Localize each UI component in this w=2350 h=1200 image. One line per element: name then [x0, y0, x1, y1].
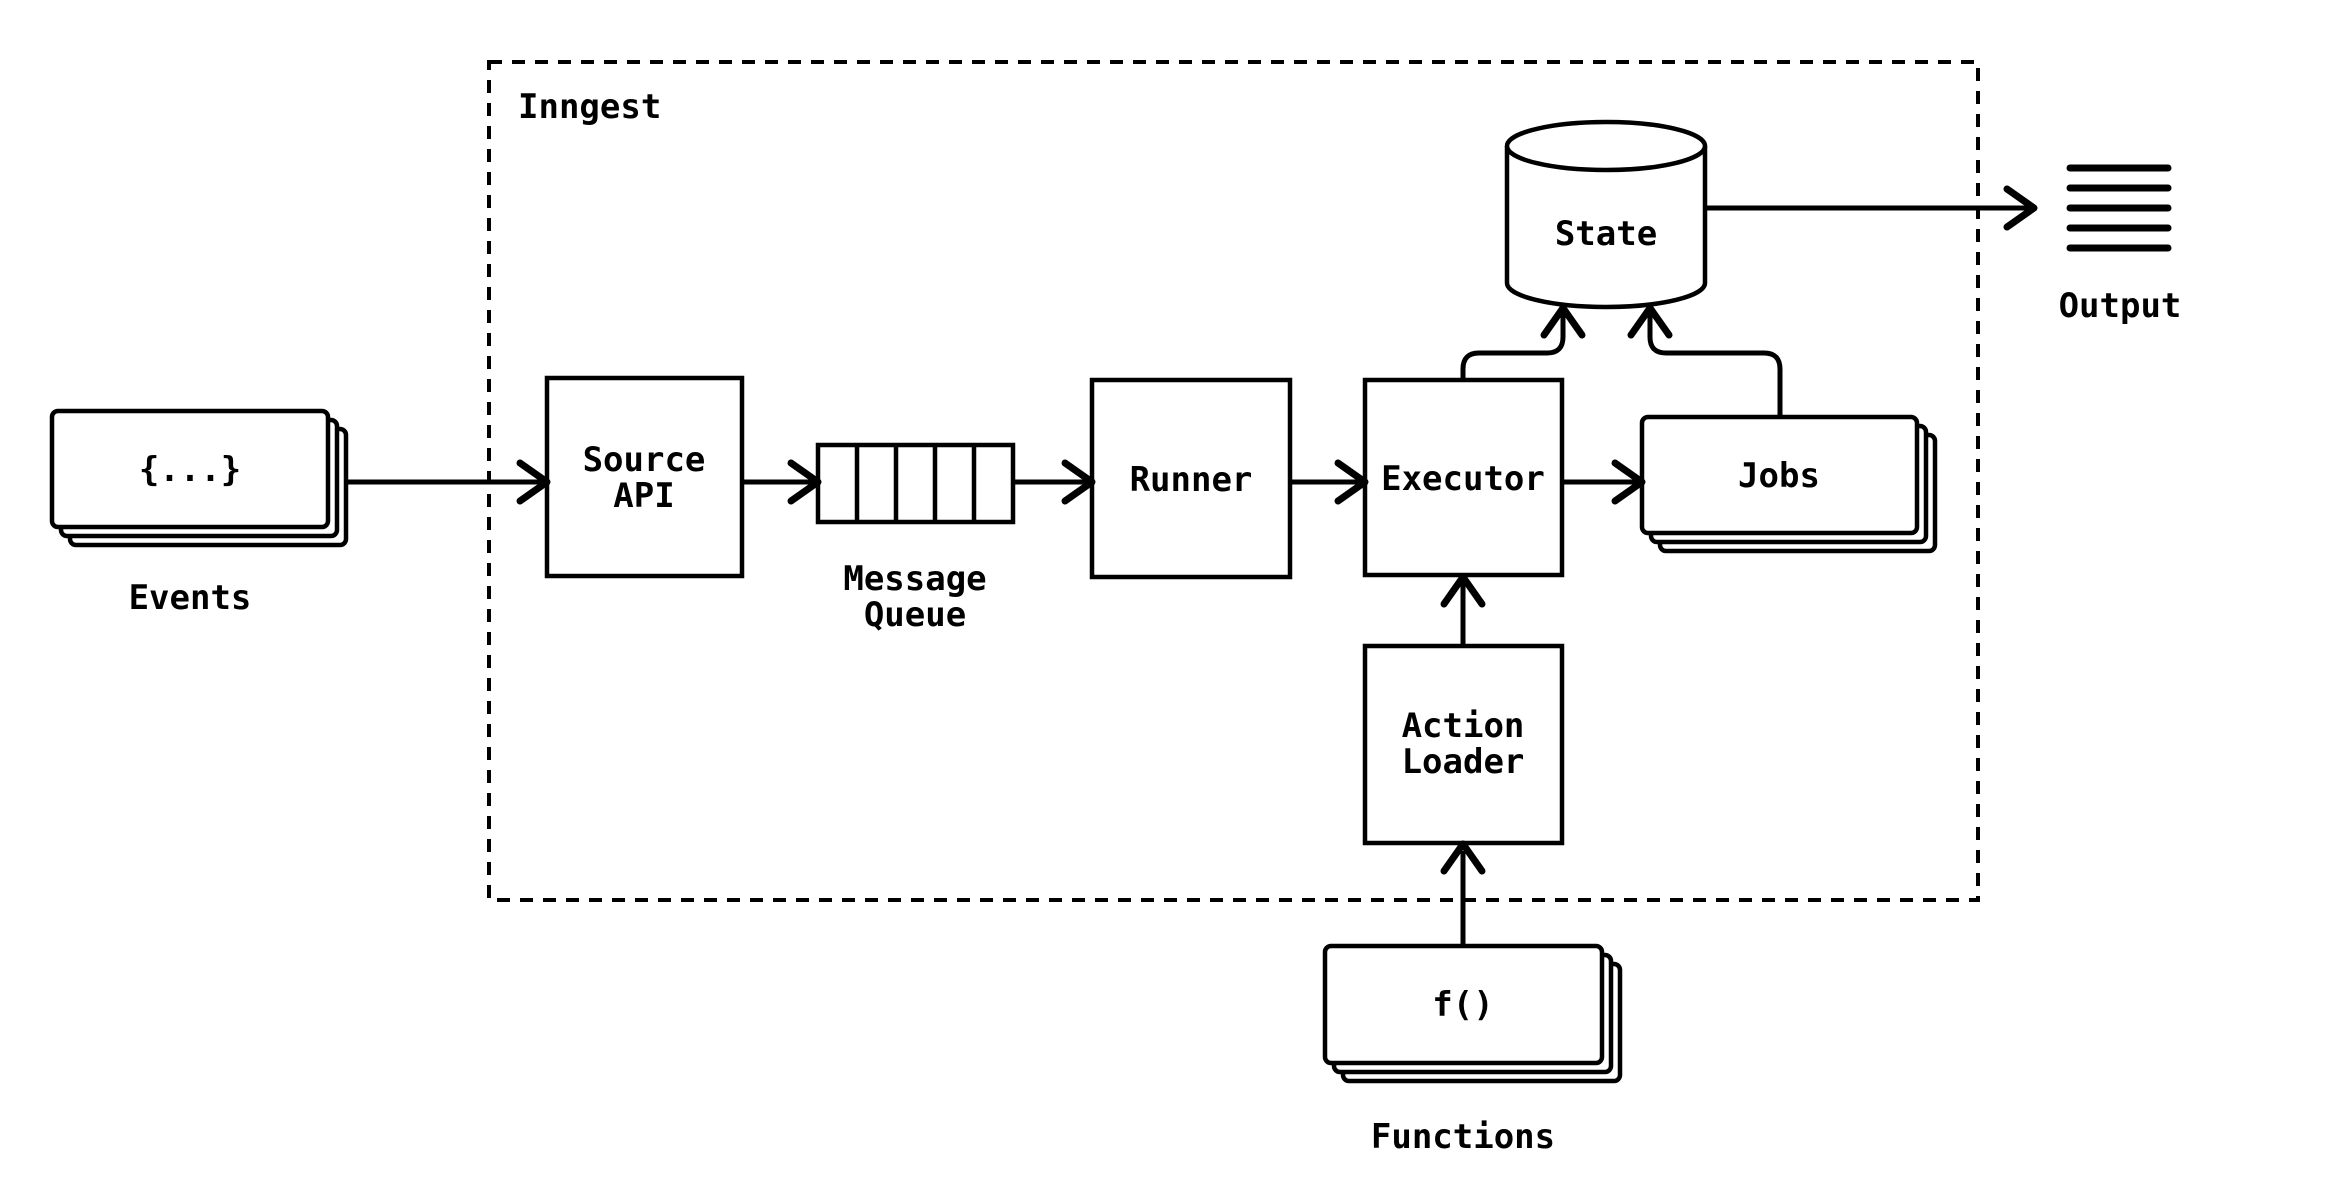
- source-api-label-line1: Source: [583, 440, 706, 480]
- arrow-runner-to-executor: [1290, 459, 1369, 505]
- executor-node: Executor: [1362, 377, 1565, 578]
- action-loader-label-line1: Action: [1402, 706, 1525, 746]
- executor-box: [1362, 377, 1565, 578]
- state-database-top: [1504, 119, 1708, 173]
- runner-node: Runner: [1089, 377, 1293, 580]
- jobs-label: Jobs: [1738, 456, 1820, 496]
- runner-box: [1089, 377, 1293, 580]
- functions-caption: Functions: [1371, 1117, 1555, 1157]
- events-glyph: {...}: [139, 450, 241, 490]
- arrow-executor-to-jobs: [1562, 459, 1646, 505]
- message-queue-caption-line2: Queue: [864, 595, 966, 635]
- inngest-label: Inngest: [518, 87, 661, 127]
- output-lines-icon: [2066, 164, 2172, 252]
- events-caption: Events: [129, 578, 252, 618]
- arrow-functions-to-action-loader: [1440, 840, 1486, 946]
- arrow-action-loader-to-executor: [1440, 573, 1486, 646]
- arrow-state-to-output: [1705, 185, 2038, 231]
- output-caption: Output: [2059, 286, 2182, 326]
- functions-glyph: f(): [1432, 985, 1493, 1025]
- source-api-label-line2: API: [613, 476, 674, 516]
- message-queue-node: Message Queue: [815, 442, 1016, 635]
- functions-node: f() Functions: [1322, 943, 1623, 1157]
- state-node: State: [1504, 119, 1708, 310]
- state-label: State: [1555, 214, 1657, 254]
- action-loader-box: [1362, 643, 1565, 846]
- message-queue-caption-line1: Message: [843, 559, 986, 599]
- events-node: {...} Events: [49, 408, 349, 618]
- message-queue-slots: [854, 445, 977, 522]
- arrow-events-to-source-api: [346, 459, 551, 505]
- arrow-jobs-to-state: [1627, 304, 1783, 417]
- state-database-icon: [1504, 146, 1708, 310]
- arrow-executor-to-state: [1460, 304, 1586, 380]
- events-card-front: [49, 408, 331, 530]
- executor-label: Executor: [1381, 459, 1545, 499]
- arrow-message-queue-to-runner: [1013, 459, 1096, 505]
- source-api-box: [544, 375, 745, 579]
- jobs-node: Jobs: [1639, 414, 1938, 554]
- arrow-source-api-to-message-queue: [742, 459, 822, 505]
- output-node: Output: [2059, 164, 2182, 326]
- source-api-node: Source API: [544, 375, 745, 579]
- message-queue-icon: [815, 442, 1016, 525]
- action-loader-node: Action Loader: [1362, 643, 1565, 846]
- action-loader-label-line2: Loader: [1402, 742, 1525, 782]
- runner-label: Runner: [1130, 460, 1253, 500]
